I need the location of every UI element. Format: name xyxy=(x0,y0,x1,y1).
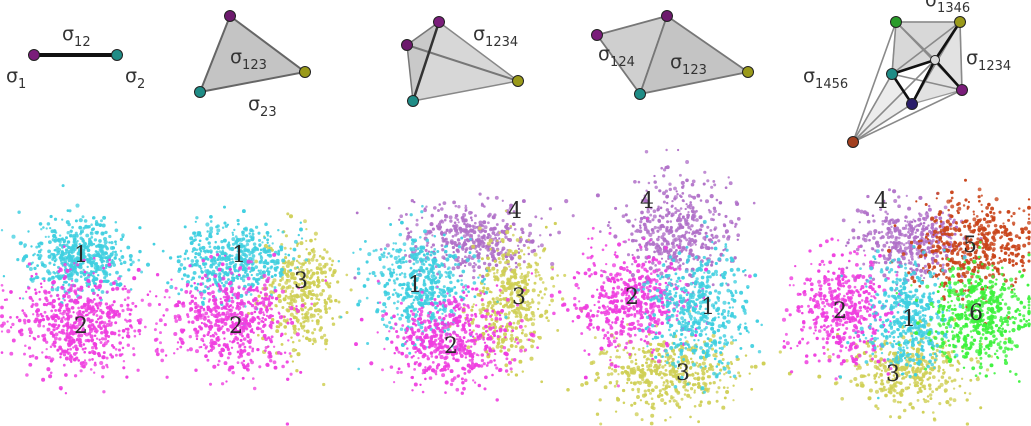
vertex-2 xyxy=(111,49,123,61)
cluster-label: 1 xyxy=(701,295,715,320)
face-123 xyxy=(198,14,308,94)
cluster-label: 5 xyxy=(963,233,977,258)
scatter-cluster-1 xyxy=(337,204,508,371)
scatter-cluster-1 xyxy=(0,184,165,305)
scatter-cluster-6 xyxy=(895,241,1031,383)
scatter-cluster-2 xyxy=(354,272,540,402)
cluster-label: 2 xyxy=(833,299,847,324)
sigma-label: σ123 xyxy=(230,46,267,73)
cluster-labels-layer: 1 2 1 2 3 4 1 3 2 4 2 1 3 4 5 2 1 6 3 xyxy=(74,189,983,387)
vertex-2 xyxy=(634,88,646,100)
cluster-label: 4 xyxy=(874,189,888,214)
vertex-6 xyxy=(930,55,940,65)
vertex-2 xyxy=(194,86,206,98)
cluster-label: 2 xyxy=(625,285,639,310)
cluster-label: 1 xyxy=(408,273,422,298)
strong-edges xyxy=(890,21,963,105)
cluster-label: 3 xyxy=(676,361,690,386)
cluster-label: 2 xyxy=(229,314,243,339)
panel-4-complex: σ124 σ123 xyxy=(591,10,754,100)
cluster-label: 3 xyxy=(294,269,308,294)
vertex-3 xyxy=(512,75,524,87)
vertex-5 xyxy=(956,84,968,96)
cluster-label: 3 xyxy=(886,362,900,387)
sigma-label: σ23 xyxy=(248,93,277,120)
scatter-cluster-2 xyxy=(137,252,327,426)
panel-3-complex: σ1234 xyxy=(401,16,524,107)
cluster-label: 4 xyxy=(508,199,522,224)
cluster-label: 6 xyxy=(969,301,983,326)
vertex-7 xyxy=(847,136,859,148)
scatter-cluster-2 xyxy=(0,245,165,395)
scatter-clusters-layer xyxy=(0,148,1031,426)
vertex-3 xyxy=(299,66,311,78)
scatter-cluster-3 xyxy=(246,212,353,387)
panel-2-complex: σ123 σ23 xyxy=(194,10,311,120)
sigma-label: σ1234 xyxy=(966,47,1011,74)
vertex-1 xyxy=(28,49,40,61)
cluster-label: 2 xyxy=(74,314,88,339)
vertex-1 xyxy=(224,10,236,22)
scatter-cluster-3 xyxy=(448,209,584,384)
sigma-label: σ1234 xyxy=(473,23,518,50)
panel-5-complex: σ1346 σ1456 σ1234 xyxy=(803,0,1011,148)
cluster-label: 1 xyxy=(902,307,916,332)
cluster-label: 4 xyxy=(640,189,654,214)
cluster-label: 1 xyxy=(232,243,246,268)
face xyxy=(852,73,913,143)
scatter-cluster-4 xyxy=(595,148,756,311)
sigma-label: σ12 xyxy=(62,23,91,50)
vertex-1 xyxy=(401,39,413,51)
face-123 xyxy=(638,14,751,96)
sigma-label: σ124 xyxy=(598,43,635,70)
edge xyxy=(406,44,519,82)
vertex-2 xyxy=(407,95,419,107)
scatter-cluster-1 xyxy=(145,205,308,327)
sigma-label: σ1346 xyxy=(925,0,970,16)
scatter-cluster-4 xyxy=(841,188,986,292)
sigma-label: σ1456 xyxy=(803,65,848,92)
vertex-2 xyxy=(906,98,918,110)
edge xyxy=(411,21,441,102)
vertex-1 xyxy=(661,10,673,22)
vertex-3 xyxy=(742,66,754,78)
vertex-4 xyxy=(890,16,902,28)
scatter-cluster-1 xyxy=(630,219,763,394)
sigma-label: σ1 xyxy=(6,65,26,92)
cluster-label: 2 xyxy=(444,334,458,359)
vertex-4 xyxy=(433,16,445,28)
simplicial-complexes-layer: σ12 σ1 σ2 σ123 σ23 xyxy=(6,0,1011,148)
scatter-cluster-1 xyxy=(838,245,971,400)
panel-1-complex: σ12 σ1 σ2 xyxy=(6,23,145,92)
sigma-label: σ123 xyxy=(670,51,707,78)
cluster-label: 3 xyxy=(512,285,526,310)
scatter-cluster-5 xyxy=(886,178,1031,326)
scatter-cluster-2 xyxy=(781,237,903,381)
vertex-1 xyxy=(886,68,898,80)
vertex-3 xyxy=(954,16,966,28)
vertex-4 xyxy=(591,29,603,41)
sigma-label: σ2 xyxy=(125,65,145,92)
cluster-label: 1 xyxy=(74,243,88,268)
